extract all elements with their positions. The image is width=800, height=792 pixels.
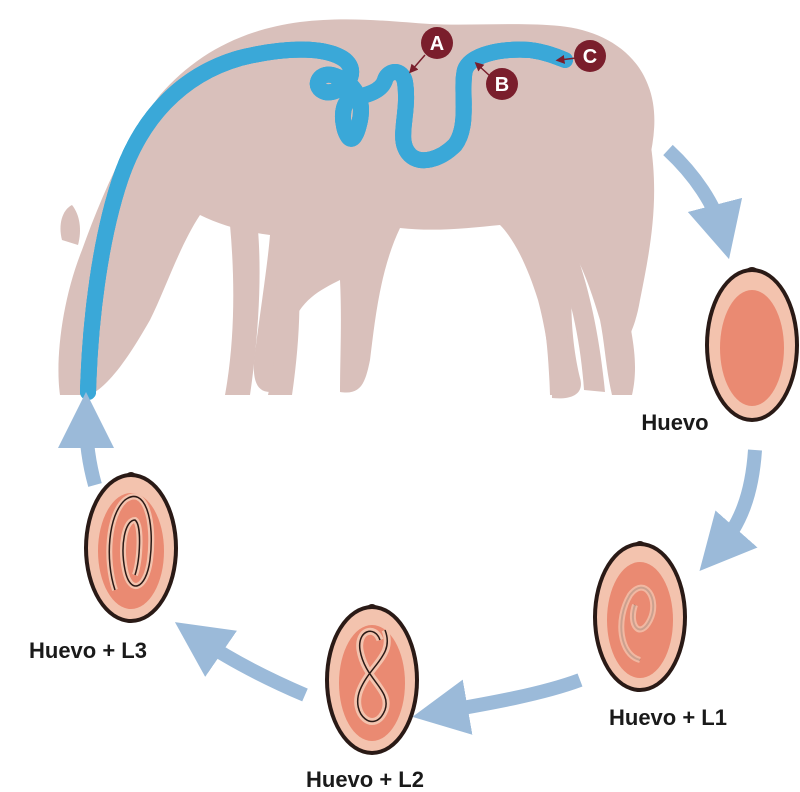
egg-l3-stage: Huevo + L3: [29, 473, 178, 663]
label-egg-l2: Huevo + L2: [306, 767, 424, 792]
egg-l1-stage: Huevo + L1: [593, 542, 727, 730]
arrow-l2-to-l3: [198, 638, 305, 695]
label-egg-l3: Huevo + L3: [29, 638, 147, 663]
arrow-l3-to-horse: [86, 420, 95, 485]
egg-l2-stage: Huevo + L2: [306, 605, 424, 792]
label-egg-l1: Huevo + L1: [609, 705, 727, 730]
egg-stage: Huevo: [641, 268, 799, 435]
arrow-egg-to-l1: [718, 450, 755, 550]
marker-b-label: B: [495, 74, 509, 96]
marker-a-label: A: [430, 33, 444, 55]
arrow-l1-to-l2: [440, 680, 580, 712]
arrow-horse-to-egg: [668, 150, 722, 232]
label-egg: Huevo: [641, 410, 708, 435]
marker-c-label: C: [583, 46, 597, 68]
